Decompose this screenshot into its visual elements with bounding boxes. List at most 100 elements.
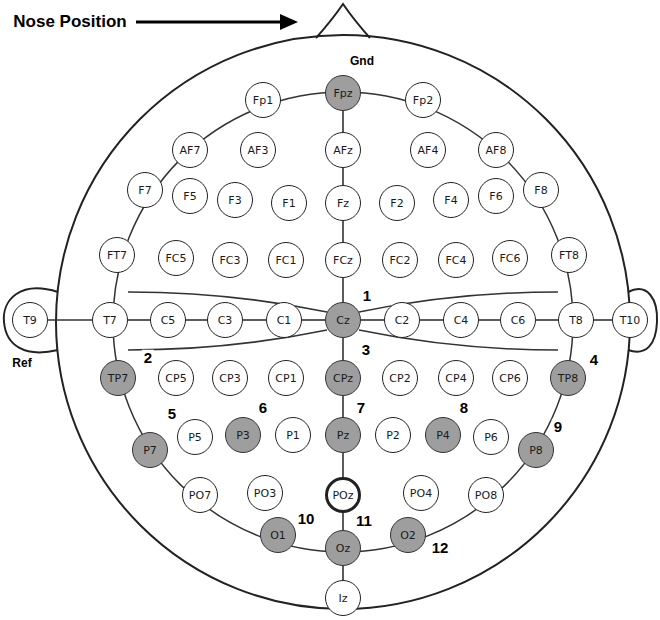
electrode-label: F1 bbox=[282, 198, 295, 209]
electrode-label: P3 bbox=[236, 430, 250, 441]
electrode-circle: CP4 bbox=[438, 360, 474, 396]
electrode-label: Fp2 bbox=[413, 95, 433, 106]
electrode-circle: P7 bbox=[132, 432, 168, 468]
electrode-circle: FT8 bbox=[551, 237, 587, 273]
electrode-circle: Pz bbox=[325, 417, 361, 453]
electrode-label: P1 bbox=[286, 430, 300, 441]
callout-number: 10 bbox=[296, 511, 317, 528]
electrode-circle: O1 bbox=[260, 517, 296, 553]
electrode-label: F6 bbox=[489, 191, 502, 202]
electrode-line bbox=[342, 453, 344, 477]
electrode-circle: Fp1 bbox=[245, 82, 281, 118]
electrode-circle: C3 bbox=[207, 302, 243, 338]
electrode-label: CP6 bbox=[499, 373, 520, 384]
electrode-circle: FC2 bbox=[382, 242, 418, 278]
electrode-line bbox=[361, 319, 384, 321]
electrode-label: TP7 bbox=[108, 373, 128, 384]
electrode-label: C5 bbox=[161, 315, 176, 326]
electrode-label: T7 bbox=[103, 315, 117, 326]
electrode-label: Fz bbox=[337, 198, 349, 209]
electrode-circle: CP6 bbox=[492, 360, 528, 396]
electrode-circle: AF4 bbox=[410, 132, 446, 168]
electrode-line bbox=[186, 319, 207, 321]
electrode-circle: T7 bbox=[92, 302, 128, 338]
nose-arrowhead bbox=[280, 14, 298, 30]
electrode-line bbox=[243, 319, 266, 321]
callout-number: 4 bbox=[588, 352, 600, 369]
electrode-circle: P1 bbox=[275, 417, 311, 453]
callout-number: 9 bbox=[552, 419, 564, 436]
electrode-line bbox=[342, 338, 344, 360]
electrode-label: T10 bbox=[620, 315, 641, 326]
electrode-circle: C1 bbox=[266, 302, 302, 338]
electrode-circle: AF7 bbox=[172, 132, 208, 168]
electrode-circle: C2 bbox=[384, 302, 420, 338]
electrode-label: C6 bbox=[511, 315, 526, 326]
electrode-line bbox=[536, 319, 558, 321]
ground-label: Gnd bbox=[348, 55, 376, 68]
callout-number: 11 bbox=[354, 513, 374, 530]
electrode-line bbox=[420, 319, 443, 321]
electrode-label: Cz bbox=[336, 315, 349, 326]
electrode-circle: O2 bbox=[390, 517, 426, 553]
electrode-label: PO4 bbox=[410, 488, 432, 499]
electrode-circle: C5 bbox=[150, 302, 186, 338]
electrode-circle: TP7 bbox=[100, 360, 136, 396]
electrode-circle: Iz bbox=[325, 580, 361, 616]
electrode-circle: FCz bbox=[325, 242, 361, 278]
electrode-line bbox=[342, 168, 344, 185]
electrode-line bbox=[479, 319, 500, 321]
electrode-label: POz bbox=[332, 490, 353, 501]
electrode-label: F7 bbox=[138, 185, 151, 196]
electrode-label: CP5 bbox=[165, 373, 186, 384]
nose bbox=[316, 4, 370, 38]
electrode-circle: T8 bbox=[558, 302, 594, 338]
electrode-circle: AF3 bbox=[240, 132, 276, 168]
electrode-circle: FC6 bbox=[492, 240, 528, 276]
electrode-line bbox=[342, 111, 344, 132]
electrode-line bbox=[302, 319, 325, 321]
callout-number: 8 bbox=[458, 400, 470, 417]
electrode-circle: CPz bbox=[325, 360, 361, 396]
callout-number: 7 bbox=[355, 400, 367, 417]
electrode-label: O2 bbox=[400, 530, 416, 541]
electrode-circle: FC3 bbox=[212, 242, 248, 278]
electrode-circle: CP2 bbox=[382, 360, 418, 396]
electrode-circle: F2 bbox=[379, 185, 415, 221]
electrode-circle: F4 bbox=[433, 182, 469, 218]
electrode-circle: Fpz bbox=[325, 75, 361, 111]
electrode-label: O1 bbox=[270, 530, 286, 541]
nose-arrow bbox=[136, 21, 284, 24]
electrode-circle: P4 bbox=[425, 417, 461, 453]
electrode-circle: FC1 bbox=[268, 242, 304, 278]
electrode-label: FT8 bbox=[559, 250, 579, 261]
electrode-line bbox=[342, 513, 344, 530]
callout-number: 1 bbox=[361, 288, 373, 305]
electrode-label: F4 bbox=[444, 195, 457, 206]
electrode-circle: FT7 bbox=[99, 237, 135, 273]
electrode-circle: P8 bbox=[518, 432, 554, 468]
electrode-line bbox=[594, 319, 612, 321]
electrode-circle: Oz bbox=[325, 530, 361, 566]
electrode-circle: C4 bbox=[443, 302, 479, 338]
electrode-circle: P2 bbox=[375, 417, 411, 453]
electrode-circle: PO8 bbox=[468, 477, 504, 513]
electrode-label: F2 bbox=[390, 198, 403, 209]
electrode-label: T8 bbox=[569, 315, 583, 326]
electrode-circle: F6 bbox=[478, 178, 514, 214]
electrode-circle: F5 bbox=[172, 178, 208, 214]
electrode-label: P6 bbox=[484, 432, 498, 443]
electrode-label: FC6 bbox=[499, 253, 520, 264]
electrode-circle: T9 bbox=[12, 302, 48, 338]
electrode-label: Pz bbox=[337, 430, 349, 441]
electrode-circle: AFz bbox=[325, 132, 361, 168]
electrode-circle: POz bbox=[325, 477, 361, 513]
electrode-label: FC5 bbox=[165, 253, 186, 264]
electrode-label: C3 bbox=[218, 315, 233, 326]
electrode-line bbox=[342, 396, 344, 417]
electrode-label: FC2 bbox=[389, 255, 410, 266]
electrode-label: AFz bbox=[333, 145, 353, 156]
electrode-circle: F7 bbox=[127, 172, 163, 208]
electrode-circle: PO4 bbox=[403, 475, 439, 511]
electrode-label: CP3 bbox=[219, 373, 240, 384]
